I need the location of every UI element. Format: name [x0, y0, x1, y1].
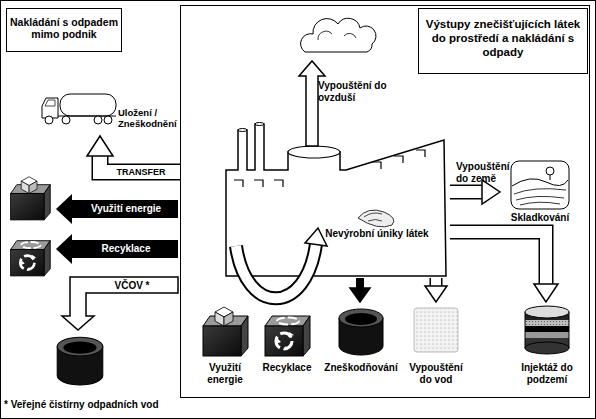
recycle-transfer-arrow	[56, 234, 178, 264]
node-text: Skladkování	[500, 212, 580, 224]
flow-arrow	[425, 278, 447, 302]
arrow-head	[350, 288, 370, 302]
arrow-shaft-fill	[431, 278, 441, 286]
node-text: Nevýrobní úniky látek	[322, 228, 432, 240]
arrow-shaft	[356, 278, 364, 288]
node-text: Využití energie	[196, 362, 254, 385]
wastewater-transfer-arrow	[62, 277, 178, 330]
underground-symbol	[522, 302, 572, 358]
offsite-handling-box: Nakládání s odpadem mimo podnik	[6, 8, 122, 52]
arrow-head	[425, 286, 447, 302]
landfill-node: Skladkování	[500, 160, 580, 222]
cloud-symbol	[301, 18, 376, 52]
offsite-recycle-icon	[11, 241, 51, 276]
recycle-symbol	[262, 302, 312, 358]
node-text: Vypouštění do vod	[404, 362, 468, 385]
air-release-arrow	[299, 61, 325, 146]
arrow-shaft-fill	[450, 232, 546, 284]
arrow-head	[482, 180, 500, 204]
arrow-shaft-fill	[100, 156, 180, 172]
landscape-symbol	[510, 160, 570, 210]
node-text: Výstupy znečišťujících látek do prostřed…	[418, 8, 588, 74]
water-symbol	[411, 302, 461, 358]
flow-arrow	[350, 278, 370, 302]
flow-arrow	[450, 180, 500, 204]
flow-arrow	[87, 136, 180, 172]
factory: Nevýrobní úniky látek	[222, 118, 450, 278]
in-plant-loop-arrow	[236, 228, 327, 298]
arrow-shaft	[100, 156, 180, 172]
node-text: Uložení / Zneškodnění	[118, 108, 180, 130]
arrow-shaft	[450, 232, 546, 284]
node-text: Injektáž do podzemí	[510, 362, 584, 385]
recycling-node: Recyklace	[258, 302, 316, 394]
arrow-label: VČOV *	[92, 280, 172, 292]
arrow-label: Využití energie	[74, 203, 178, 215]
arrow-head	[87, 136, 113, 156]
disposal-symbol	[336, 302, 386, 358]
wastewater-plant-icon	[57, 337, 103, 385]
node-text: Zneškodňování	[322, 362, 400, 374]
footnote: * Veřejné čistírny odpadních vod	[4, 399, 224, 411]
edge-label: TRANSFER	[106, 167, 176, 177]
water-release-node: Vypouštění do vod	[404, 302, 468, 394]
node-text: Nakládání s odpadem mimo podnik	[9, 16, 119, 40]
disposal-truck: Uložení / Zneškodnění	[40, 86, 180, 136]
arrow-shaft	[430, 278, 443, 286]
arrow-head	[534, 284, 558, 302]
offsite-energy-icon	[11, 177, 51, 220]
outputs-panel: Výstupy znečišťujících látek do prostřed…	[180, 5, 590, 398]
truck-symbol	[40, 88, 118, 128]
energy-transfer-arrow	[56, 194, 178, 224]
energy-symbol	[200, 302, 250, 358]
injection-node: Injektáž do podzemí	[510, 302, 584, 394]
arrow-shaft	[450, 185, 482, 200]
node-text: Recyklace	[258, 362, 316, 374]
factory-outline	[222, 118, 450, 278]
flow-arrow	[450, 232, 558, 302]
disposal-node: Zneškodňování	[322, 302, 400, 394]
energy-recovery-node: Využití energie	[196, 302, 254, 394]
arrow-shaft-fill	[450, 186, 482, 198]
arrow-label: Recyklace	[74, 243, 178, 255]
